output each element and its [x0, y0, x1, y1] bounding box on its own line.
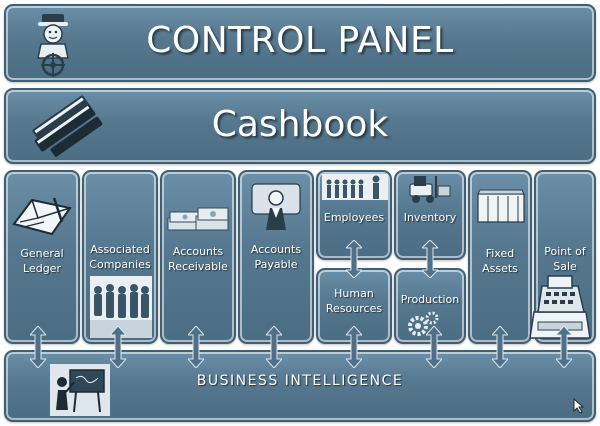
ledger-book-icon	[12, 197, 72, 236]
fixed-assets-label-1: Fixed	[485, 247, 515, 260]
production-label: Production	[400, 293, 460, 306]
building-icon	[477, 189, 525, 223]
module-fixed-assets[interactable]: Fixed Assets	[468, 170, 532, 344]
inventory-label: Inventory	[403, 211, 457, 224]
cashbook-label: Cashbook	[211, 104, 389, 145]
silhouettes-icon	[322, 174, 388, 200]
arrow-accounts-payable	[266, 326, 282, 368]
people-group-icon	[90, 276, 152, 338]
module-general-ledger[interactable]: General Ledger	[4, 170, 80, 344]
business-intelligence-label: BUSINESS INTELLIGENCE	[196, 373, 404, 389]
captain-mascot-icon	[37, 14, 69, 77]
arrow-employees-human-resources	[346, 240, 362, 278]
accounts-receivable-label-2: Receivable	[168, 260, 228, 273]
human-resources-label-2: Resources	[325, 302, 383, 315]
arrow-inventory-production	[422, 240, 438, 278]
point-of-sale-label-2: Sale	[553, 260, 577, 273]
arrow-accounts-receivable	[188, 326, 204, 368]
page-title: CONTROL PANEL	[146, 20, 454, 61]
general-ledger-label-2: Ledger	[23, 262, 61, 275]
money-stack-icon	[167, 207, 229, 231]
arrow-general-ledger	[30, 326, 46, 368]
employees-label: Employees	[323, 211, 385, 224]
arrow-production	[426, 326, 442, 368]
person-money-icon	[251, 183, 301, 230]
book-stack-icon	[32, 95, 103, 157]
forklift-icon	[409, 176, 451, 203]
gears-icon	[408, 311, 439, 336]
module-accounts-payable[interactable]: Accounts Payable	[238, 170, 314, 344]
accounts-payable-label-1: Accounts	[250, 243, 302, 256]
arrow-human-resources	[346, 326, 362, 368]
human-resources-label-1: Human	[334, 287, 374, 300]
arrow-point-of-sale	[556, 326, 572, 368]
cash-register-icon	[529, 275, 591, 339]
general-ledger-label-1: General	[20, 247, 64, 260]
accounts-receivable-label-1: Accounts	[172, 245, 224, 258]
module-production[interactable]: Production	[394, 268, 466, 344]
associated-companies-label-2: Companies	[89, 258, 151, 271]
accounts-payable-label-2: Payable	[254, 258, 298, 271]
control-panel-header: CONTROL PANEL	[4, 4, 596, 82]
chalkboard-icon	[50, 364, 110, 416]
module-associated-companies[interactable]: Associated Companies	[82, 170, 158, 344]
point-of-sale-label-1: Point of	[544, 245, 586, 258]
arrow-associated-companies	[110, 326, 126, 368]
associated-companies-label-1: Associated	[90, 243, 150, 256]
fixed-assets-label-2: Assets	[482, 262, 518, 275]
module-accounts-receivable[interactable]: Accounts Receivable	[160, 170, 236, 344]
mouse-cursor-icon	[573, 398, 585, 414]
arrow-fixed-assets	[492, 326, 508, 368]
cashbook-button[interactable]: Cashbook	[4, 88, 596, 164]
